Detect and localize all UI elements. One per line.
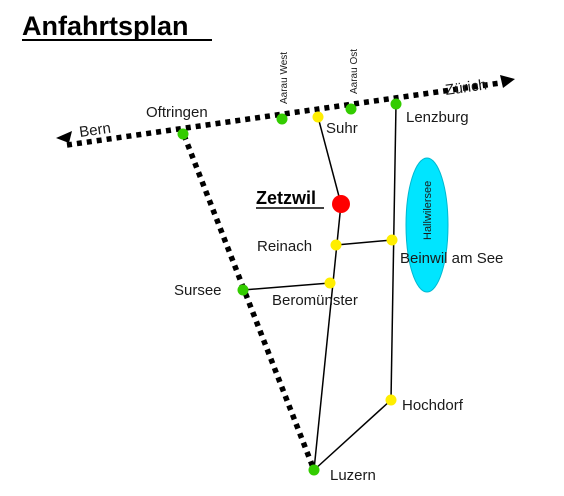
place-aarau-west: Aarau West	[279, 52, 290, 104]
place-luzern: Luzern	[330, 467, 376, 484]
lake-hallwilersee	[405, 157, 449, 293]
place-oftringen: Oftringen	[146, 104, 208, 121]
junction-suhr	[312, 111, 324, 123]
map-title: Anfahrtsplan	[22, 11, 189, 41]
direction-west-label: Bern	[78, 120, 112, 141]
road-reinach-beinwil	[335, 239, 393, 246]
destination-label: Zetzwil	[256, 188, 316, 208]
road-hochdorf-luzern	[313, 399, 392, 471]
place-aarau-ost: Aarau Ost	[349, 49, 360, 94]
highway-a1	[66, 80, 501, 148]
destination-marker-icon	[332, 195, 350, 213]
junction-aarau-west	[276, 113, 288, 125]
junction-sursee	[237, 284, 249, 296]
place-hochdorf: Hochdorf	[402, 397, 464, 414]
place-sursee: Sursee	[174, 282, 222, 299]
junction-hochdorf	[385, 394, 397, 406]
place-beinwil: Beinwil am See	[400, 250, 503, 267]
road-sursee-beromuenster	[242, 282, 331, 291]
lake-label: Hallwilersee	[422, 181, 434, 240]
place-beromuenster: Beromünster	[272, 292, 358, 309]
direction-east-label: Zürich	[444, 76, 488, 99]
place-lenzburg: Lenzburg	[406, 109, 469, 126]
junction-oftringen	[177, 128, 189, 140]
arrow-east-icon	[500, 75, 515, 88]
junction-beinwil	[386, 234, 398, 246]
road-suhr-zetzwil	[317, 116, 342, 205]
arrow-west-icon	[56, 131, 72, 143]
junction-lenzburg	[390, 98, 402, 110]
junction-aarau-ost	[345, 103, 357, 115]
place-reinach: Reinach	[257, 238, 312, 255]
road-lenzburg-hochdorf	[390, 103, 397, 401]
junction-beromuenster	[324, 277, 336, 289]
junction-luzern	[308, 464, 320, 476]
place-suhr: Suhr	[326, 120, 358, 137]
junction-reinach	[330, 239, 342, 251]
